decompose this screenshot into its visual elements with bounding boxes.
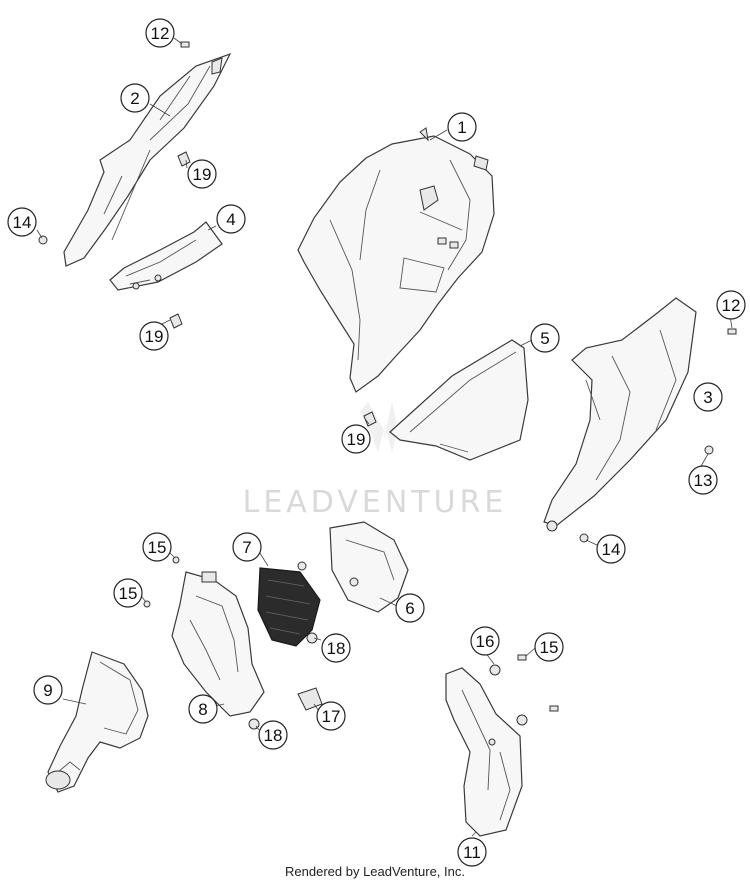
svg-text:17: 17 bbox=[322, 707, 341, 726]
callout-2[interactable]: 2 bbox=[120, 83, 150, 113]
callout-17[interactable]: 17 bbox=[316, 701, 346, 731]
svg-text:3: 3 bbox=[703, 388, 712, 407]
clamp-17[interactable] bbox=[297, 687, 323, 711]
bushing-16[interactable] bbox=[489, 664, 501, 676]
callout-19[interactable]: 19 bbox=[341, 424, 371, 454]
callout-15[interactable]: 15 bbox=[534, 632, 564, 662]
nut-7[interactable] bbox=[297, 561, 307, 571]
callout-12[interactable]: 12 bbox=[145, 18, 175, 48]
screw-12a[interactable] bbox=[180, 41, 190, 48]
svg-text:5: 5 bbox=[540, 329, 549, 348]
screw-14a[interactable] bbox=[38, 235, 48, 245]
footer-credit: Rendered by LeadVenture, Inc. bbox=[285, 864, 465, 879]
watermark-text: LEADVENTURE bbox=[243, 485, 508, 520]
callouts: 12 2 19 14 4 19 1 12 5 3 19 13 14 15 7 1… bbox=[7, 18, 746, 867]
svg-text:13: 13 bbox=[694, 471, 713, 490]
callout-14[interactable]: 14 bbox=[596, 534, 626, 564]
clip-19c[interactable] bbox=[363, 411, 377, 427]
part-6-filter-cover[interactable] bbox=[329, 521, 409, 613]
svg-text:4: 4 bbox=[226, 210, 235, 229]
part-7-air-filter[interactable] bbox=[257, 567, 321, 647]
svg-text:12: 12 bbox=[151, 24, 170, 43]
svg-text:18: 18 bbox=[327, 639, 346, 658]
svg-text:15: 15 bbox=[119, 584, 138, 603]
callout-14[interactable]: 14 bbox=[7, 207, 37, 237]
part-4-frame-protector-left[interactable] bbox=[109, 221, 223, 291]
part-8-filter-holder[interactable] bbox=[171, 571, 265, 717]
callout-6[interactable]: 6 bbox=[395, 593, 425, 623]
callout-16[interactable]: 16 bbox=[470, 626, 500, 656]
callout-19[interactable]: 19 bbox=[139, 321, 169, 351]
hardware bbox=[38, 41, 737, 730]
svg-text:19: 19 bbox=[193, 165, 212, 184]
svg-text:12: 12 bbox=[722, 296, 741, 315]
callout-9[interactable]: 9 bbox=[33, 675, 63, 705]
part-3-side-cover-right[interactable] bbox=[543, 297, 697, 532]
callout-15[interactable]: 15 bbox=[113, 578, 143, 608]
screw-15d[interactable] bbox=[549, 705, 559, 712]
bushing-16b[interactable] bbox=[516, 714, 528, 726]
callout-5[interactable]: 5 bbox=[530, 323, 560, 353]
part-2-side-cover-left[interactable] bbox=[63, 52, 232, 267]
callout-13[interactable]: 13 bbox=[688, 465, 718, 495]
callout-8[interactable]: 8 bbox=[188, 694, 218, 724]
callout-18[interactable]: 18 bbox=[258, 720, 288, 750]
callout-11[interactable]: 11 bbox=[457, 837, 487, 867]
callout-1[interactable]: 1 bbox=[447, 112, 477, 142]
callout-4[interactable]: 4 bbox=[216, 204, 246, 234]
svg-text:19: 19 bbox=[347, 430, 366, 449]
clip-19b[interactable] bbox=[169, 313, 183, 329]
svg-text:2: 2 bbox=[130, 89, 139, 108]
svg-text:15: 15 bbox=[148, 538, 167, 557]
grommet-18a[interactable] bbox=[306, 632, 318, 644]
svg-text:11: 11 bbox=[463, 843, 481, 862]
svg-text:16: 16 bbox=[476, 632, 495, 651]
svg-text:7: 7 bbox=[242, 538, 251, 557]
screw-15c[interactable] bbox=[517, 654, 527, 661]
svg-text:8: 8 bbox=[198, 700, 207, 719]
nut-13[interactable] bbox=[704, 445, 714, 455]
svg-text:1: 1 bbox=[457, 118, 466, 137]
part-11-lower-panel[interactable] bbox=[445, 667, 523, 837]
callout-19[interactable]: 19 bbox=[187, 159, 217, 189]
svg-text:14: 14 bbox=[602, 540, 621, 559]
clip-19a[interactable] bbox=[177, 151, 191, 167]
part-1-air-filter-box[interactable] bbox=[297, 127, 495, 393]
svg-text:9: 9 bbox=[43, 681, 52, 700]
callout-3[interactable]: 3 bbox=[693, 382, 723, 412]
svg-text:6: 6 bbox=[405, 599, 414, 618]
callout-12[interactable]: 12 bbox=[716, 290, 746, 320]
svg-text:14: 14 bbox=[13, 213, 32, 232]
callout-18[interactable]: 18 bbox=[321, 633, 351, 663]
svg-text:19: 19 bbox=[145, 327, 164, 346]
screw-12b[interactable] bbox=[727, 328, 737, 335]
svg-text:18: 18 bbox=[264, 726, 283, 745]
part-9-intake-boot[interactable] bbox=[45, 651, 149, 793]
screw-15a[interactable] bbox=[172, 556, 180, 564]
screw-15b[interactable] bbox=[143, 600, 151, 608]
svg-text:15: 15 bbox=[540, 638, 559, 657]
callout-7[interactable]: 7 bbox=[232, 532, 262, 562]
callout-15[interactable]: 15 bbox=[142, 532, 172, 562]
part-5-side-panel[interactable] bbox=[389, 339, 529, 461]
